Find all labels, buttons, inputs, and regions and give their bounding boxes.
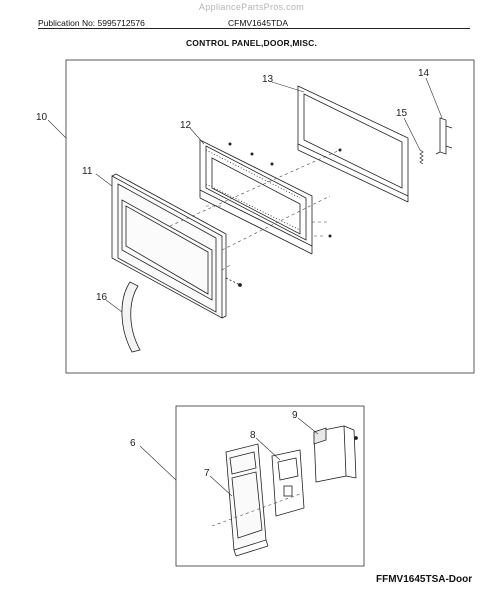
explosion-lines-top bbox=[169, 149, 341, 271]
callout-8: 8 bbox=[250, 430, 256, 441]
callout-13: 13 bbox=[262, 74, 274, 85]
callout-6: 6 bbox=[130, 438, 136, 449]
callout-15: 15 bbox=[396, 108, 408, 119]
callout-10: 10 bbox=[36, 112, 48, 123]
part-8-control-board bbox=[271, 449, 305, 517]
screws-top bbox=[228, 142, 342, 238]
leader-14 bbox=[425, 77, 443, 119]
leader-6 bbox=[139, 445, 177, 481]
leader-11 bbox=[95, 173, 113, 187]
leader-8 bbox=[255, 437, 281, 461]
leader-13 bbox=[271, 81, 305, 93]
callout-9: 9 bbox=[292, 410, 298, 421]
leader-7 bbox=[209, 475, 233, 497]
part-7-control-panel bbox=[225, 443, 269, 557]
leader-15 bbox=[403, 117, 421, 151]
leader-16 bbox=[105, 299, 123, 313]
header-rule bbox=[38, 28, 470, 29]
callout-11: 11 bbox=[82, 166, 93, 177]
watermark: AppliancePartsPros.com bbox=[198, 2, 305, 12]
part-16-handle bbox=[121, 281, 141, 353]
part-12-door-frame bbox=[199, 139, 313, 255]
model-number: CFMV1645TDA bbox=[228, 18, 288, 28]
part-14-latch bbox=[435, 117, 453, 155]
part-15-spring bbox=[419, 149, 424, 165]
leader-12 bbox=[189, 127, 205, 145]
part-13-choke-cover bbox=[297, 85, 409, 203]
callout-7: 7 bbox=[204, 468, 210, 479]
publication-number: Publication No: 5995712576 bbox=[38, 18, 145, 28]
leader-9 bbox=[297, 417, 319, 435]
diagram-footer-label: FFMV1645TSA-Door bbox=[376, 574, 473, 585]
callout-16: 16 bbox=[96, 292, 108, 303]
explosion-line-bottom bbox=[211, 493, 301, 527]
leader-10 bbox=[47, 119, 67, 139]
part-9-bracket bbox=[313, 425, 358, 483]
control-panel-frame bbox=[175, 405, 365, 567]
callout-12: 12 bbox=[180, 120, 192, 131]
callout-14: 14 bbox=[418, 68, 430, 79]
section-title: CONTROL PANEL,DOOR,MISC. bbox=[185, 38, 318, 48]
door-assembly-frame bbox=[65, 59, 475, 374]
